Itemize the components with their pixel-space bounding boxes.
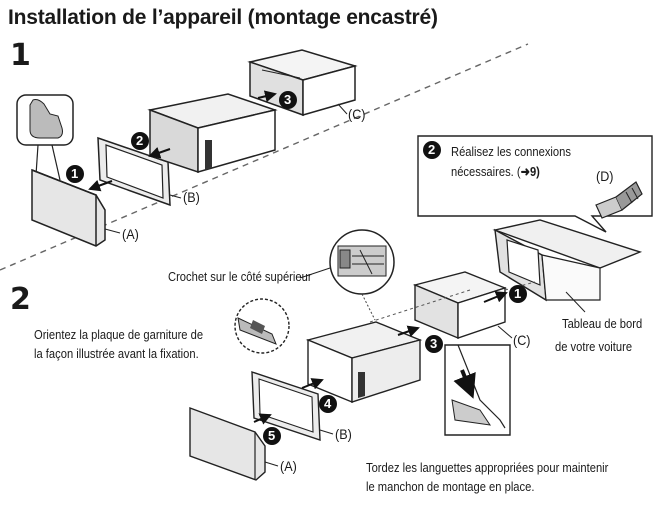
- trim-orientation-inset: [234, 298, 290, 354]
- circled-digit-2b: 2: [428, 142, 436, 157]
- circled-digit-1b: 1: [514, 286, 522, 301]
- label-d: (D): [596, 168, 614, 184]
- circled-digit-4: 4: [324, 396, 332, 411]
- orient-line-1: Orientez la plaque de garniture de: [34, 327, 204, 342]
- label-a-step2: (A): [280, 458, 297, 474]
- faceplate-a-step2: [189, 406, 266, 481]
- mounting-sleeve-c-step2: [412, 271, 508, 340]
- circled-digit-3b: 3: [430, 336, 438, 351]
- circled-digit-5: 5: [268, 428, 276, 443]
- circled-number-5: [263, 427, 281, 445]
- circled-number-2-callout: [423, 141, 441, 159]
- circled-digit-2a: 2: [136, 133, 144, 148]
- step-divider: [0, 43, 529, 271]
- connections-line-1: Réalisez les connexions: [451, 144, 571, 159]
- circled-number-1-step2: [509, 285, 527, 303]
- bend-line-2: le manchon de montage en place.: [366, 479, 535, 494]
- label-b-step1: (B): [183, 189, 200, 205]
- bend-line-1: Tordez les languettes appropriées pour m…: [366, 460, 609, 475]
- dashboard-line-2: de votre voiture: [555, 339, 633, 354]
- head-unit-step2: [305, 321, 423, 404]
- circled-number-1-step1: [66, 165, 84, 183]
- head-unit-step1: [147, 93, 278, 174]
- step-number-1: 1: [10, 38, 31, 73]
- car-dashboard: [492, 219, 643, 302]
- label-a-step1: (A): [122, 226, 139, 242]
- connector-d: [595, 181, 643, 219]
- label-c-step1: (C): [348, 106, 366, 122]
- circled-digit-1a: 1: [71, 166, 79, 181]
- orient-line-2: la façon illustrée avant la fixation.: [34, 346, 199, 361]
- connections-page-ref: ➜9): [520, 164, 540, 179]
- tab-bend-inset: [444, 344, 511, 436]
- faceplate-a: [31, 168, 106, 247]
- label-c-step2: (C): [513, 332, 531, 348]
- hand-press-icon: [16, 94, 74, 181]
- hook-detail-inset: [329, 229, 395, 295]
- connections-line-2-text: nécessaires. (: [451, 164, 521, 179]
- circled-number-3-step2: [425, 335, 443, 353]
- step-number-2: 2: [10, 282, 31, 317]
- circled-digit-3a: 3: [284, 92, 292, 107]
- hook-callout: Crochet sur le côté supérieur: [168, 269, 312, 284]
- circled-number-3-step1: [279, 91, 297, 109]
- label-b-step2: (B): [335, 426, 352, 442]
- connections-line-2: nécessaires. (➜9): [451, 163, 540, 180]
- page-title: Installation de l’appareil (montage enca…: [8, 6, 438, 29]
- circled-number-4: [319, 395, 337, 413]
- connections-callout-box: [417, 135, 653, 233]
- circled-number-2-step1: [131, 132, 149, 150]
- dashboard-line-1: Tableau de bord: [562, 316, 643, 331]
- trim-plate-b: [97, 136, 171, 207]
